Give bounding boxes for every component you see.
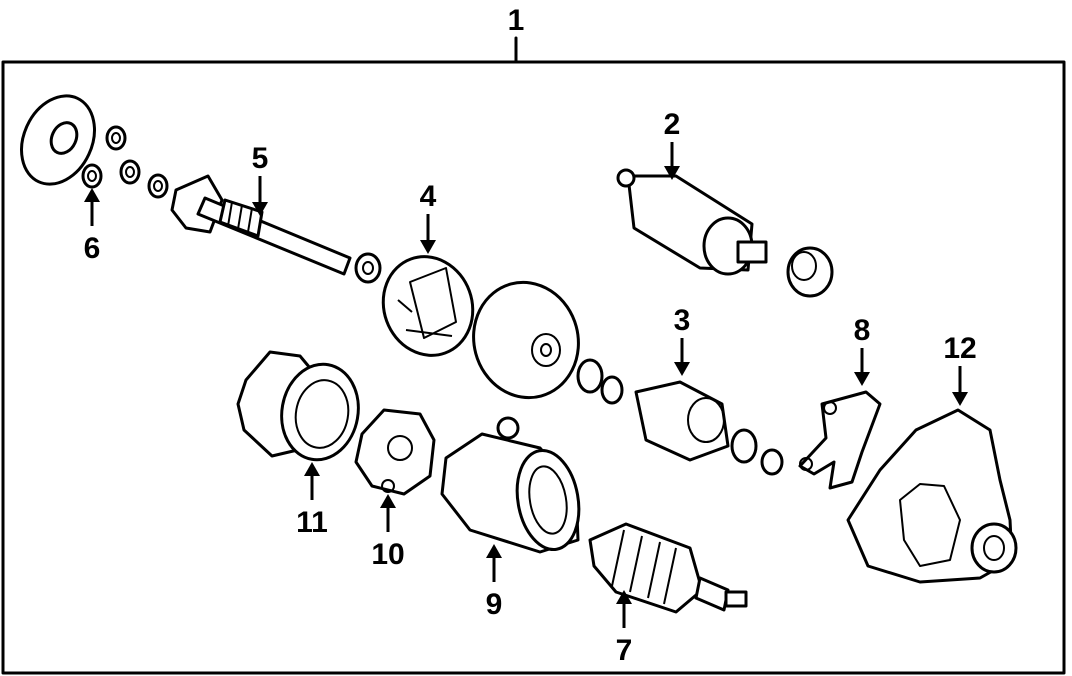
- callout-7: 7: [616, 634, 633, 667]
- part-4-housing: [381, 255, 475, 357]
- part-5-shaft: [170, 174, 382, 284]
- arrow-7: [616, 590, 632, 628]
- arrow-3: [674, 338, 690, 376]
- callout-11: 11: [296, 506, 328, 539]
- part-8-lever: [798, 390, 882, 490]
- callout-1: 1: [508, 4, 525, 37]
- part-7-armature: [588, 522, 748, 614]
- part-10-brush-holder: [354, 408, 436, 496]
- arrow-12: [952, 366, 968, 406]
- arrow-9: [486, 544, 502, 582]
- arrow-4: [420, 214, 436, 254]
- callout-3: 3: [674, 304, 691, 337]
- part-12-drive-housing: [846, 408, 1018, 584]
- part-6-washers: [20, 94, 169, 199]
- part-9-yoke: [440, 416, 581, 554]
- callout-12: 12: [943, 332, 976, 365]
- part-11-end-frame: [236, 350, 360, 462]
- callout-2: 2: [664, 108, 681, 141]
- gear-cover: [472, 280, 624, 405]
- arrow-11: [304, 462, 320, 500]
- callout-10: 10: [371, 538, 404, 571]
- callout-9: 9: [486, 588, 503, 621]
- callout-4: 4: [420, 180, 437, 213]
- arrow-8: [854, 348, 870, 386]
- arrow-10: [380, 494, 396, 532]
- callout-6: 6: [84, 232, 101, 265]
- callout-5: 5: [252, 142, 269, 175]
- arrow-2: [664, 142, 680, 180]
- assembly-frame: [1, 36, 1066, 675]
- arrow-6: [84, 188, 100, 226]
- part-3-clutch: [634, 380, 784, 476]
- part-2-solenoid: [616, 168, 834, 298]
- arrow-5: [252, 176, 268, 216]
- callout-8: 8: [854, 314, 871, 347]
